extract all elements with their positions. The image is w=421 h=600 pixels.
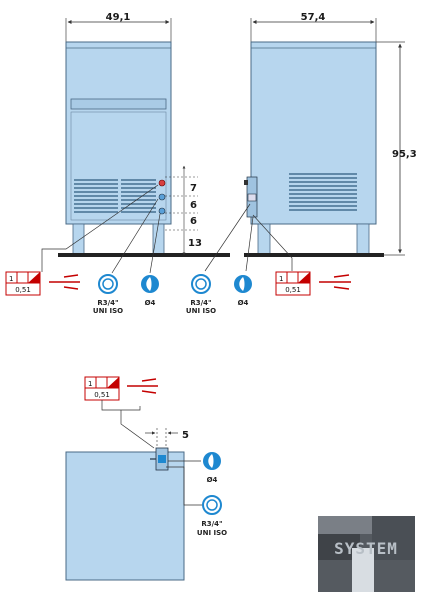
electric-value-front: 0,51: [15, 286, 31, 294]
side-leg-left: [257, 223, 271, 255]
water-inlet-symbol-top: R3/4" UNI ISO: [197, 495, 227, 537]
front-leg-right: [152, 223, 165, 255]
logo-text: SYSTEM: [334, 539, 398, 558]
offset-5-label: 5: [182, 430, 189, 441]
water-inlet-std-top: UNI ISO: [197, 529, 227, 537]
top-view: 1 0,51 5: [65, 376, 202, 581]
water-inlet-size-side: R3/4": [190, 299, 211, 307]
front-floor-base: [58, 253, 230, 257]
drain-diameter-top: Ø4: [207, 476, 218, 484]
spacing-6a: 6: [190, 200, 197, 211]
water-inlet-std-side: UNI ISO: [186, 307, 216, 315]
water-inlet-size-top: R3/4": [201, 520, 222, 528]
drain-symbol-top: Ø4: [203, 452, 221, 484]
drain-symbol-front: Ø4: [141, 275, 159, 307]
height-label: 95,3: [392, 149, 417, 160]
drain-connection-point: [158, 207, 166, 215]
power-cable-icon-top: [127, 378, 158, 394]
front-door-handle: [70, 98, 167, 110]
front-vent-grille: [74, 179, 156, 213]
front-cabinet: [65, 41, 172, 225]
electric-symbol-side: 1 0,51: [275, 271, 351, 296]
electric-phase-side: 1: [279, 275, 283, 283]
water-inlet-symbol-side: R3/4" UNI ISO: [186, 274, 216, 315]
front-leg-left: [72, 223, 85, 255]
spacing-13: 13: [188, 238, 202, 249]
side-cabinet: [250, 41, 377, 225]
front-lower-panel: [70, 111, 167, 221]
electric-connection-point: [158, 179, 166, 187]
vertical-spacing-dims: [165, 165, 198, 256]
electric-phase-front: 1: [9, 275, 13, 283]
side-width-label: 57,4: [301, 12, 326, 23]
electric-symbol-top: 1 0,51: [84, 376, 158, 401]
electric-phase-top: 1: [88, 380, 92, 388]
electric-value-top: 0,51: [94, 391, 110, 399]
side-leg-right: [356, 223, 370, 255]
top-cabinet: [65, 451, 185, 581]
water-inlet-std-front: UNI ISO: [93, 307, 123, 315]
electric-symbol-front: 1 0,51: [5, 271, 80, 296]
spacing-7: 7: [190, 183, 197, 194]
side-floor-base: [244, 253, 384, 257]
front-width-label: 49,1: [106, 12, 131, 23]
power-cable-icon-front: [49, 274, 80, 290]
power-cable-icon-side: [319, 274, 351, 290]
system-logo: SYSTEM: [318, 516, 415, 592]
water-inlet-symbol-front: R3/4" UNI ISO: [93, 274, 123, 315]
electric-value-side: 0,51: [285, 286, 301, 294]
drain-symbol-side: Ø4: [234, 275, 252, 307]
water-inlet-connection-point: [158, 193, 166, 201]
side-view: 57,4 95,3: [204, 12, 417, 272]
water-inlet-size-front: R3/4": [97, 299, 118, 307]
drain-diameter-front: Ø4: [145, 299, 156, 307]
drain-diameter-side: Ø4: [238, 299, 249, 307]
side-vent-grille: [289, 173, 357, 211]
spacing-6b: 6: [190, 216, 197, 227]
front-view: 49,1: [41, 12, 230, 274]
